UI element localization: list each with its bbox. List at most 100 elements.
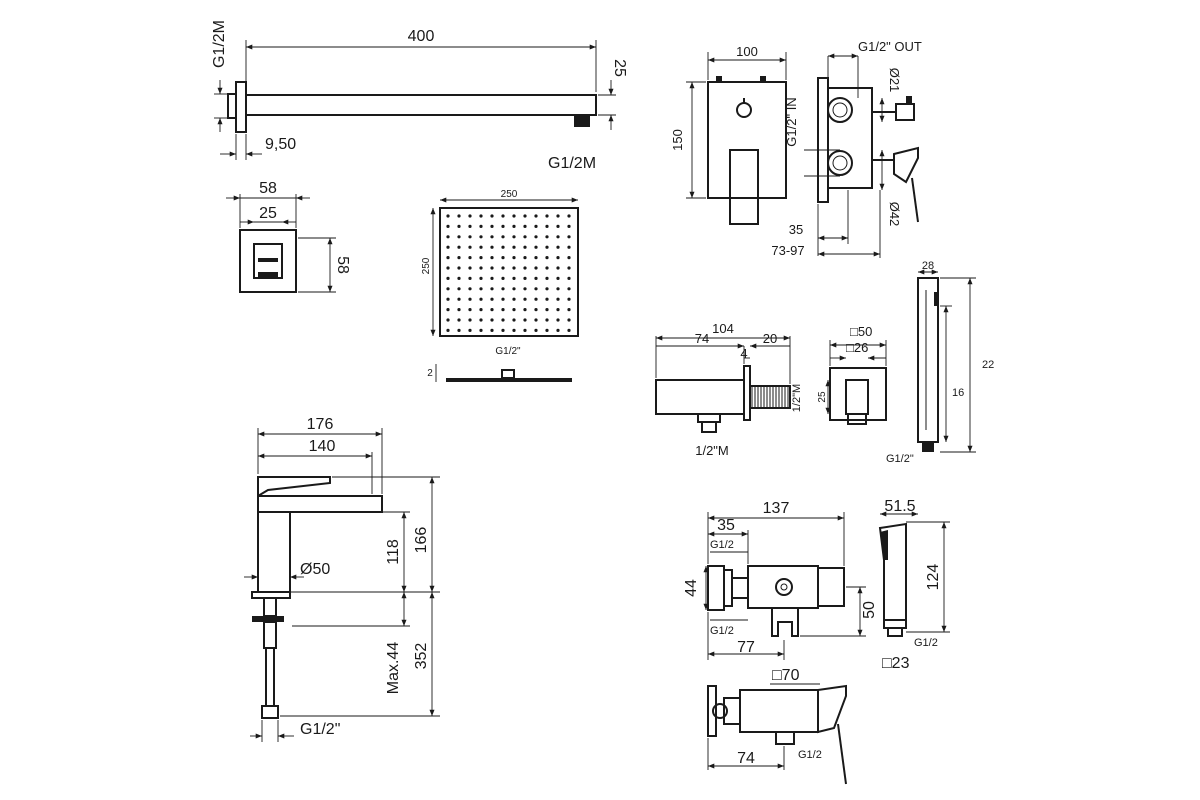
nozzle-dot [490,214,494,218]
head-nozzle-grid [446,214,571,332]
nozzle-dot [468,214,472,218]
arm-height-label: 25 [611,59,628,77]
nozzle-dot [479,276,483,280]
nozzle-dot [512,214,516,218]
nozzle-dot [534,276,538,280]
nozzle-dot [457,287,461,291]
nozzle-dot [479,245,483,249]
nozzle-dot [512,235,516,239]
nozzle-dot [457,224,461,228]
outlet-thread [749,385,791,409]
basin-mixer-spout [257,495,383,513]
nozzle-dot [545,245,549,249]
nozzle-dot [501,235,505,239]
nozzle-dot [534,266,538,270]
nozzle-dot [567,287,571,291]
nozzle-dot [545,318,549,322]
nozzle-dot [490,287,494,291]
nozzle-dot [446,235,450,239]
nozzle-dot [501,318,505,322]
bidet-length-label: 77 [737,639,755,656]
nozzle-dot [479,328,483,332]
shower-head-top-view: 250 250 G1/2" 2 [421,189,579,382]
nozzle-dot [534,318,538,322]
nozzle-dot [501,308,505,312]
bidet-valve-knob [775,578,793,596]
arm-flange-front-view: 58 25 58 [226,180,351,293]
nozzle-dot [545,235,549,239]
outlet-plate-inner-label: □26 [846,340,868,355]
nozzle-dot [512,276,516,280]
nozzle-dot [567,224,571,228]
bidet-height-label: 50 [861,601,878,619]
nozzle-dot [534,224,538,228]
nozzle-dot [512,256,516,260]
basin-max-deck-label: Max.44 [385,642,402,695]
nozzle-dot [512,245,516,249]
mixer-side-flange [817,77,829,203]
nozzle-dot [567,308,571,312]
bidet-width-label: 44 [683,579,700,597]
basin-length-label: 176 [307,416,334,433]
nozzle-dot [512,308,516,312]
bidet-spray-width-label: 51.5 [884,498,915,515]
nozzle-dot [446,287,450,291]
nozzle-dot [534,297,538,301]
nozzle-dot [567,245,571,249]
nozzle-dot [457,256,461,260]
nozzle-dot [490,256,494,260]
nozzle-dot [545,256,549,260]
bidet-thread-a-label: G1/2 [710,539,734,551]
bidet-valve-cap [817,567,845,607]
nozzle-dot [523,266,527,270]
mixer-dia-small-label: Ø21 [887,68,902,93]
mixer-height-label: 150 [670,129,685,151]
nozzle-dot [523,214,527,218]
nozzle-dot [479,266,483,270]
nozzle-dot [457,235,461,239]
basin-spout-label: 140 [309,438,336,455]
nozzle-dot [545,308,549,312]
outlet-plate-height-label: 25 [817,391,828,403]
nozzle-dot [545,266,549,270]
flange-square [239,229,297,293]
flange-inner-label: 25 [259,205,277,222]
head-height-label: 250 [421,257,432,274]
nozzle-dot [512,297,516,301]
nozzle-dot [490,266,494,270]
outlet-body [655,379,745,415]
mixer-inlet-port [827,150,853,176]
bidet-thread-b-label: G1/2 [710,625,734,637]
basin-mixer-lever [257,476,331,498]
bidet-mixer-body [739,689,819,733]
bidet-mixer-plate-label: □70 [772,667,800,684]
bidet-mixer-flange [707,685,717,737]
nozzle-dot [501,245,505,249]
nozzle-dot [545,214,549,218]
arm-wall-offset-label: 9,50 [265,136,296,153]
nozzle-dot [457,308,461,312]
basin-mixer-hose-end [261,705,279,719]
nozzle-dot [446,256,450,260]
mixer-depth-label: 35 [789,222,803,237]
head-square [439,207,579,337]
nozzle-dot [446,328,450,332]
nozzle-dot [556,328,560,332]
basin-body-dia-label: Ø50 [300,561,330,578]
mixer-width-label: 100 [736,44,758,59]
nozzle-dot [468,308,472,312]
bidet-mixer-length-label: 74 [737,750,755,767]
nozzle-dot [545,224,549,228]
hand-shower-body-label: 16 [952,387,964,399]
nozzle-dot [490,235,494,239]
hand-shower-thread-label: G1/2" [886,453,914,465]
nozzle-dot [490,245,494,249]
outlet-plate-inner [845,379,869,415]
nozzle-dot [479,256,483,260]
concealed-mixer-drawing: 100 150 G1/2" OUT G1/2" IN Ø21 Ø42 35 [670,39,922,258]
mixer-lever [729,149,759,225]
nozzle-dot [556,245,560,249]
nozzle-dot [479,224,483,228]
mixer-outlet-label: G1/2" OUT [858,39,922,54]
